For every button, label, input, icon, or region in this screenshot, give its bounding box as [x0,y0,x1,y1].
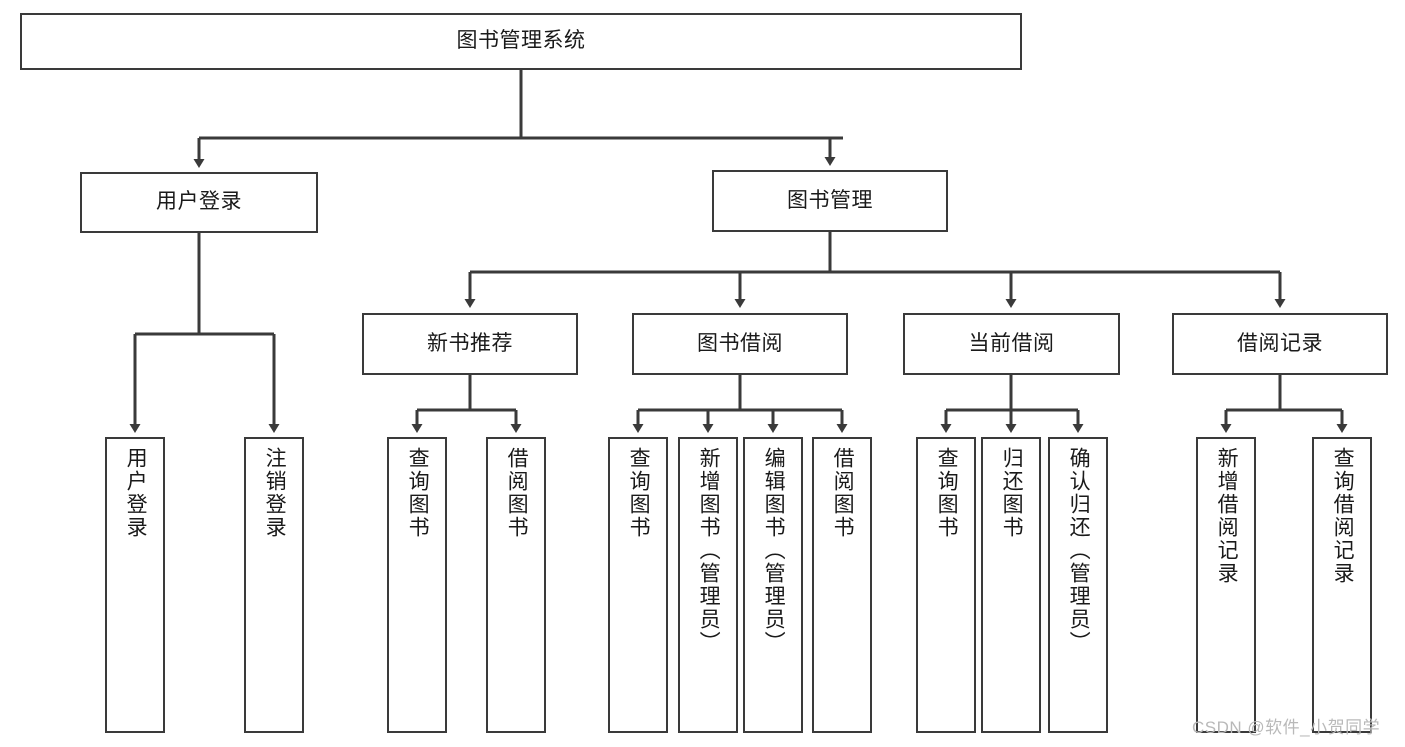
leaf-query-book-current[interactable]: 查询图书 [916,437,976,733]
node-label: 图书管理系统 [456,29,586,53]
node-current-borrow[interactable]: 当前借阅 [903,313,1120,375]
leaf-edit-book-admin[interactable]: 编辑图书（管理员） [743,437,803,733]
node-label: 借阅图书 [831,447,855,539]
node-label: 查询图书 [627,447,651,539]
node-root[interactable]: 图书管理系统 [20,13,1022,70]
node-label: 借阅记录 [1237,331,1323,355]
leaf-user-login[interactable]: 用户登录 [105,437,165,733]
leaf-logout[interactable]: 注销登录 [244,437,304,733]
leaf-borrow-book-recommend[interactable]: 借阅图书 [486,437,546,733]
leaf-borrow-book[interactable]: 借阅图书 [812,437,872,733]
leaf-query-book-borrow[interactable]: 查询图书 [608,437,668,733]
node-label: 注销登录 [263,447,287,539]
node-label: 新增图书（管理员） [697,447,721,654]
node-label: 编辑图书（管理员） [762,447,786,654]
node-borrow-record[interactable]: 借阅记录 [1172,313,1388,375]
leaf-query-book-recommend[interactable]: 查询图书 [387,437,447,733]
node-book-management[interactable]: 图书管理 [712,170,948,232]
node-label: 新增借阅记录 [1215,447,1239,585]
node-label: 查询图书 [406,447,430,539]
node-label: 新书推荐 [427,331,513,355]
node-book-borrow[interactable]: 图书借阅 [632,313,848,375]
node-label: 查询借阅记录 [1331,447,1355,585]
node-new-book-recommend[interactable]: 新书推荐 [362,313,578,375]
node-label: 确认归还（管理员） [1067,447,1091,654]
node-label: 查询图书 [935,447,959,539]
leaf-query-borrow-record[interactable]: 查询借阅记录 [1312,437,1372,733]
leaf-return-book[interactable]: 归还图书 [981,437,1041,733]
node-label: 用户登录 [124,447,148,539]
leaf-add-borrow-record[interactable]: 新增借阅记录 [1196,437,1256,733]
node-label: 图书借阅 [697,331,783,355]
node-user-login[interactable]: 用户登录 [80,172,318,233]
node-label: 当前借阅 [968,331,1055,355]
watermark: CSDN @软件_小贺同学 [1192,718,1381,737]
node-label: 图书管理 [787,188,873,212]
leaf-add-book-admin[interactable]: 新增图书（管理员） [678,437,738,733]
node-label: 归还图书 [1000,447,1024,539]
node-label: 用户登录 [156,190,242,214]
node-label: 借阅图书 [505,447,529,539]
leaf-confirm-return-admin[interactable]: 确认归还（管理员） [1048,437,1108,733]
